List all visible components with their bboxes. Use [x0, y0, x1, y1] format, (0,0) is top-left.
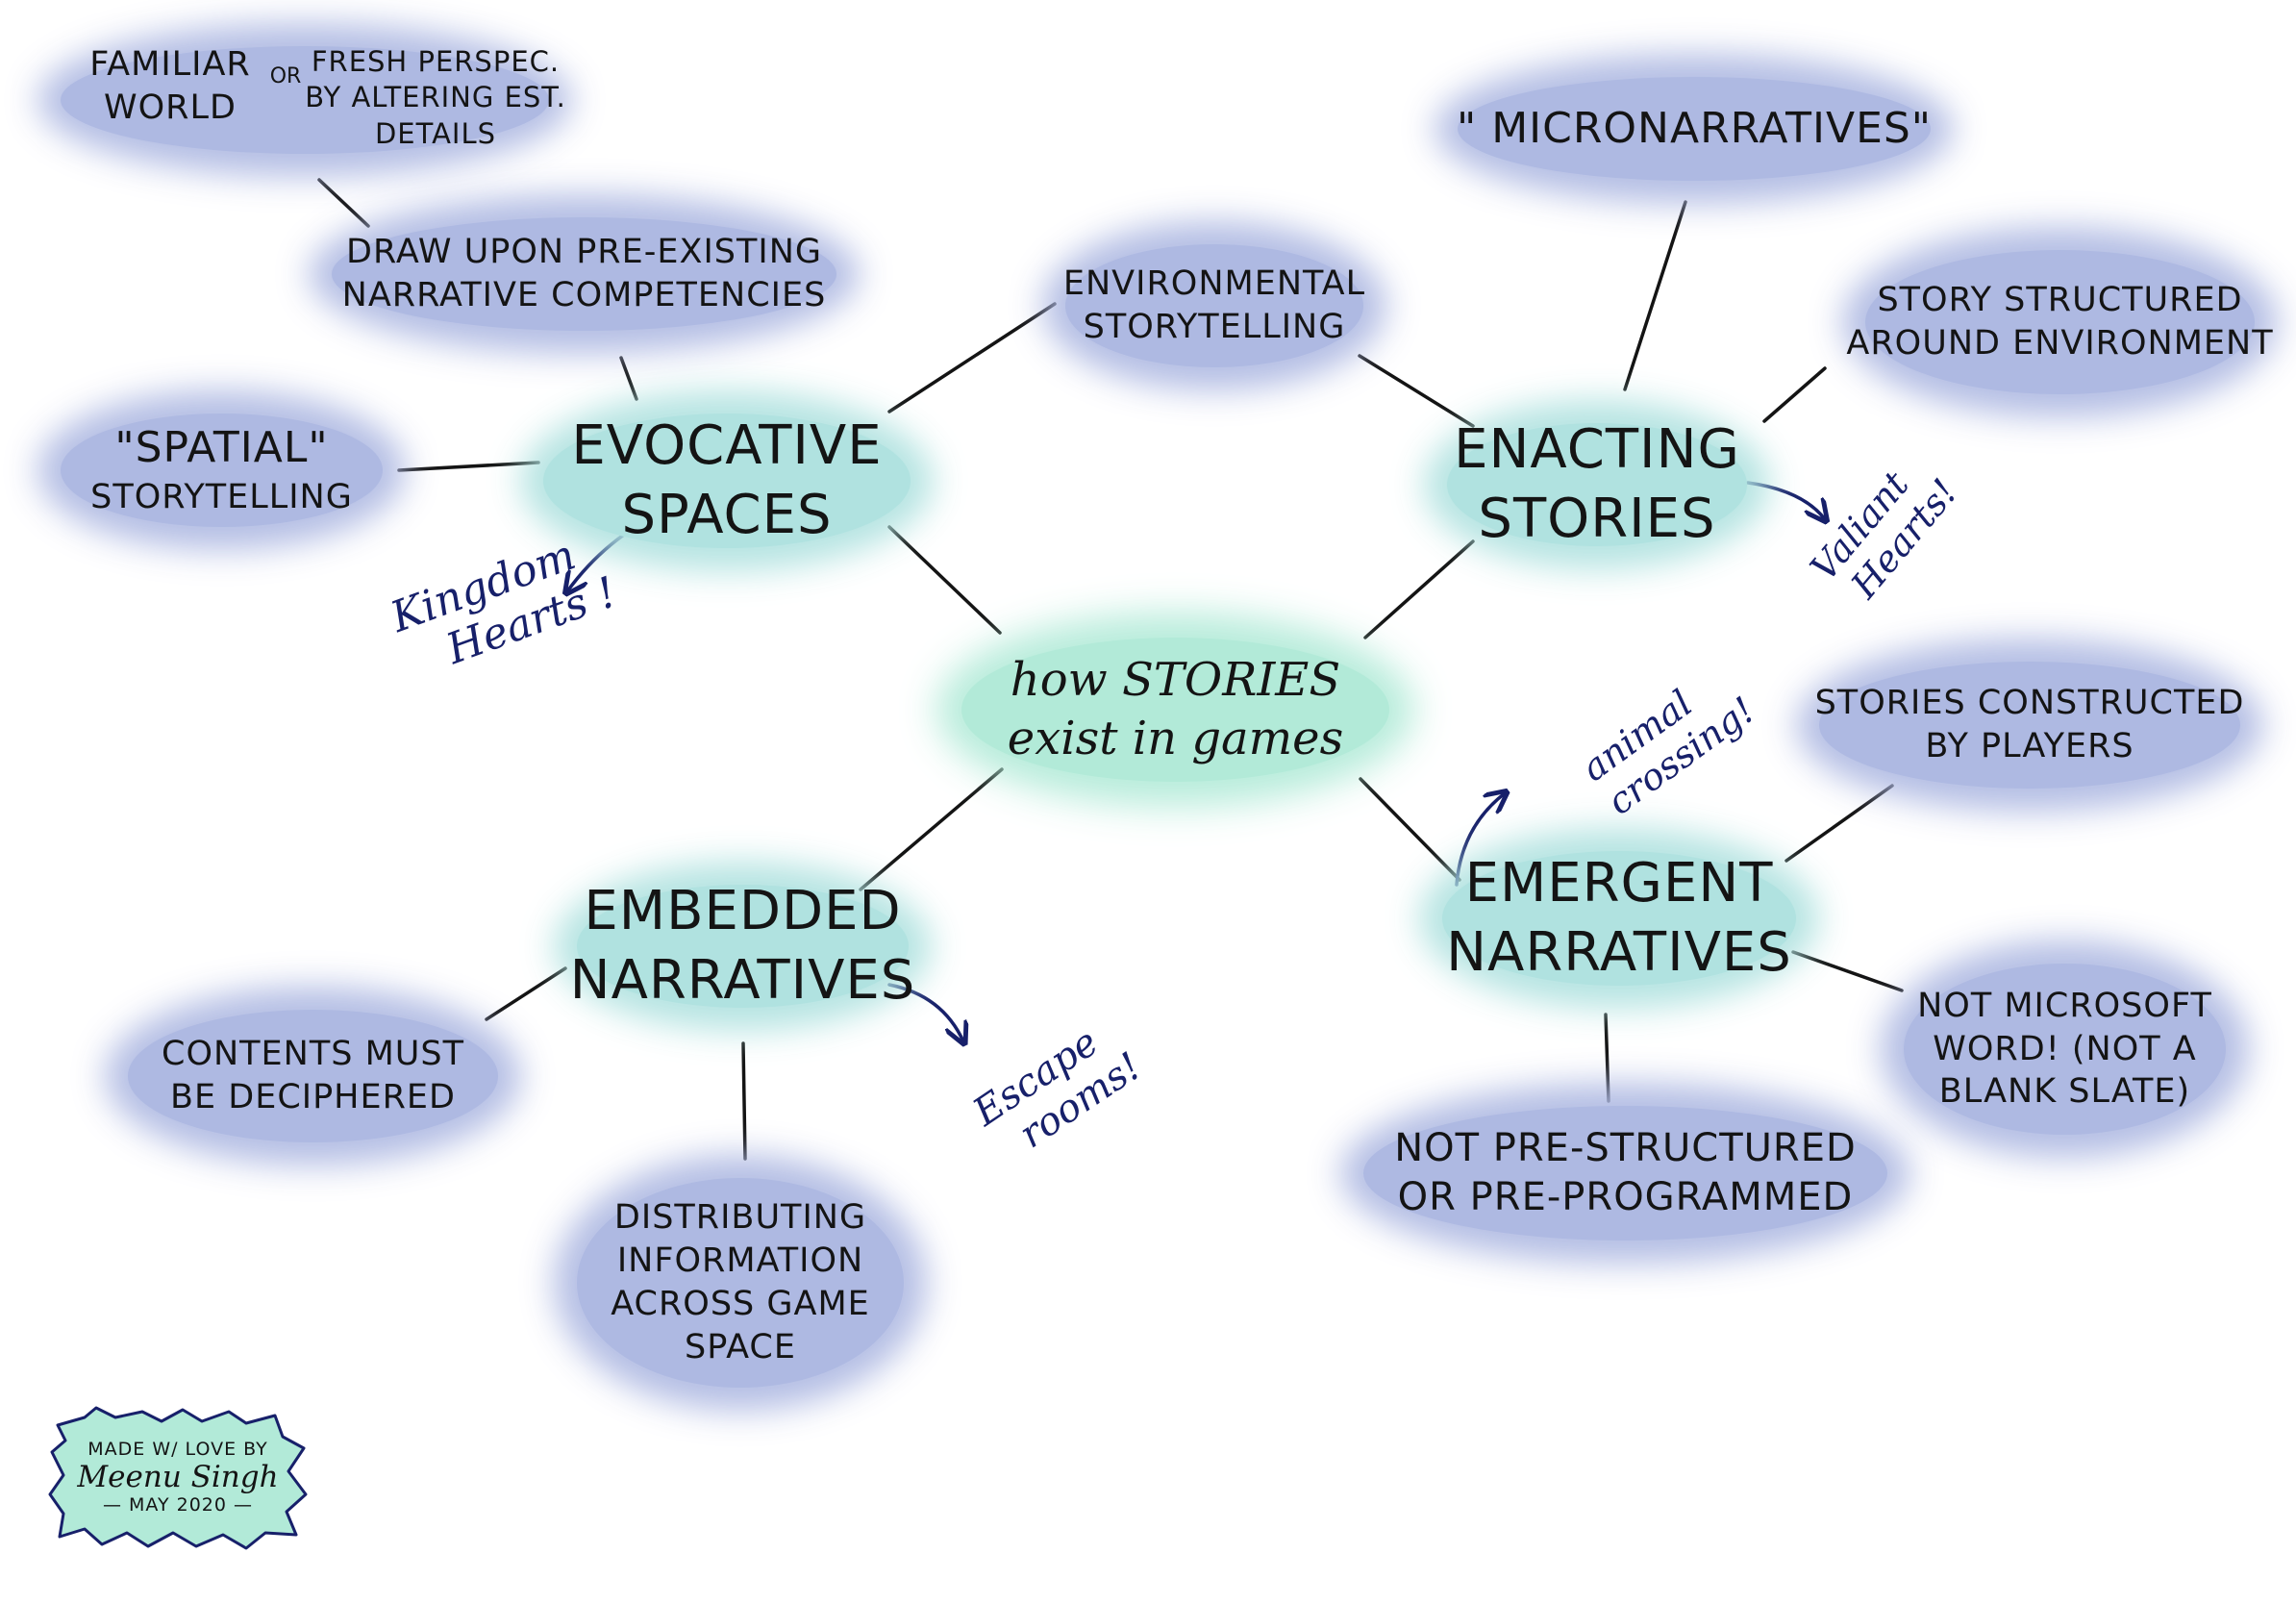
leaf-blob-contents — [128, 1010, 498, 1142]
branch-blob-evocative — [543, 414, 911, 548]
leaf-stories-constructed: STORIES CONSTRUCTED BY PLAYERS — [1814, 684, 2245, 765]
credit-badge — [48, 1406, 308, 1550]
connector-distributing-embedded — [741, 1041, 747, 1161]
branch-emergent-narratives: EMERGENT NARRATIVES — [1446, 852, 1792, 984]
leaf-environmental-storytelling: ENVIRONMENTAL STORYTELLING — [1062, 264, 1366, 346]
branch-enacting-stories: ENACTING STORIES — [1454, 418, 1740, 550]
leaf-blob-draw — [332, 217, 836, 331]
credit-author: Meenu Singh — [77, 1460, 279, 1495]
leaf-blob-not-pre — [1363, 1106, 1887, 1241]
connector-constructed-emergent — [1784, 784, 1894, 863]
leaf-not-microsoft-word: NOT MICROSOFT WORD! (NOT A BLANK SLATE) — [1917, 986, 2212, 1112]
leaf-or: OR — [269, 63, 302, 88]
center-topic: how STORIES exist in games — [1007, 652, 1344, 765]
connector-microsoft-emergent — [1791, 950, 1904, 992]
leaf-story-structured: STORY STRUCTURED AROUND ENVIRONMENT — [1846, 281, 2274, 363]
leaf-distributing-information: DISTRIBUTING INFORMATION ACROSS GAME SPA… — [611, 1198, 870, 1366]
leaf-blob-not-microsoft — [1904, 964, 2226, 1135]
connector-draw-evocative — [619, 356, 638, 401]
connector-environmental-evocative — [887, 302, 1057, 414]
connector-structured-enacting — [1762, 366, 1827, 423]
leaf-fresh-perspective: FRESH PERSPEC. BY ALTERING EST. DETAILS — [305, 45, 566, 150]
leaf-micronarratives: " MICRONARRATIVES" — [1456, 103, 1933, 153]
connector-center-enacting — [1363, 539, 1475, 639]
branch-blob-enacting — [1447, 423, 1747, 546]
leaf-not-pre-structured: NOT PRE-STRUCTURED OR PRE-PROGRAMMED — [1394, 1125, 1857, 1219]
branch-blob-emergent — [1442, 851, 1796, 986]
leaf-blob-story-structured — [1865, 250, 2255, 394]
arrow-to-valiant-hearts — [1746, 481, 1825, 519]
connector-familiar-draw — [317, 178, 370, 228]
branch-evocative-spaces: EVOCATIVE SPACES — [571, 414, 883, 546]
leaf-blob-environmental — [1065, 244, 1363, 367]
leaf-blob-spatial — [61, 414, 383, 527]
connector-micro-enacting — [1623, 200, 1687, 391]
credit-date: — MAY 2020 — — [103, 1493, 253, 1516]
connector-notpre-emergent — [1604, 1013, 1610, 1103]
branch-blob-embedded — [577, 885, 909, 1008]
credit-text: MADE W/ LOVE BY Meenu Singh — MAY 2020 — — [48, 1417, 308, 1539]
branch-embedded-narratives: EMBEDDED NARRATIVES — [569, 880, 916, 1012]
leaf-blob-familiar — [61, 46, 549, 154]
leaf-blob-constructed — [1819, 662, 2240, 789]
connector-center-evocative — [887, 525, 1002, 635]
credit-badge-shape — [48, 1406, 308, 1550]
arrow-to-animal-crossing — [1455, 793, 1505, 887]
leaf-spatial-storytelling: "SPATIAL" STORYTELLING — [90, 423, 353, 516]
connector-environmental-enacting — [1358, 354, 1475, 428]
connector-center-emergent — [1359, 777, 1461, 882]
arrow-to-escape-rooms — [887, 983, 963, 1041]
connector-contents-embedded — [485, 966, 567, 1021]
center-blob — [961, 638, 1389, 782]
leaf-contents-deciphered: CONTENTS MUST BE DECIPHERED — [162, 1035, 464, 1116]
connector-center-embedded — [859, 767, 1004, 891]
credit-line: MADE W/ LOVE BY — [87, 1439, 268, 1461]
leaf-familiar-world: FAMILIAR WORLD — [89, 45, 251, 127]
connector-spatial-evocative — [397, 461, 540, 472]
leaf-draw-upon: DRAW UPON PRE-EXISTING NARRATIVE COMPETE… — [341, 233, 827, 314]
leaf-blob-distributing — [577, 1178, 904, 1388]
leaf-blob-micro — [1458, 77, 1931, 181]
